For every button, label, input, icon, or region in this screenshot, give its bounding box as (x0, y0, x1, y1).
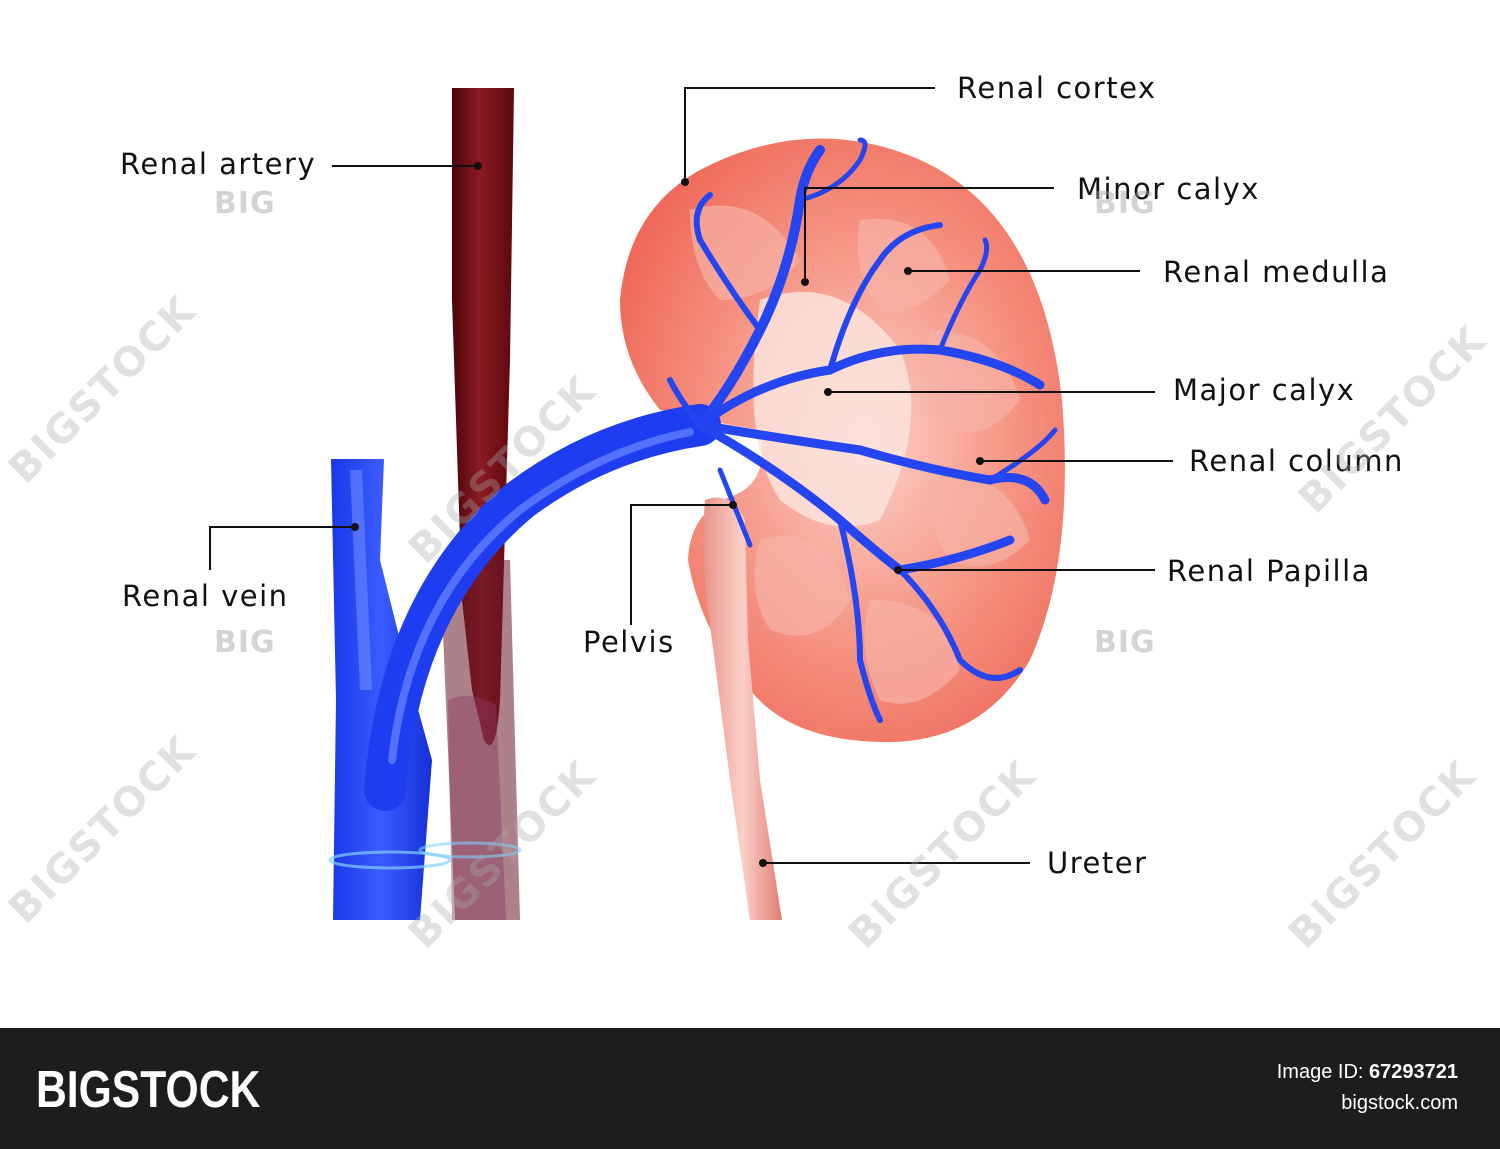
footer-bar: BIGSTOCK Image ID: 67293721 bigstock.com (0, 1028, 1500, 1149)
label-major-calyx: Major calyx (1173, 373, 1356, 407)
watermark-big: BIG (214, 186, 276, 221)
label-pelvis: Pelvis (583, 625, 675, 659)
label-renal-cortex: Renal cortex (957, 71, 1157, 105)
vein-branches (667, 137, 1058, 723)
image-id-label: Image ID: (1276, 1061, 1364, 1083)
watermark-big: BIG (1094, 186, 1156, 221)
label-leader-lines (209, 87, 1173, 864)
watermark-big: BIG (214, 625, 276, 660)
label-minor-calyx: Minor calyx (1077, 172, 1260, 206)
label-renal-papilla: Renal Papilla (1167, 554, 1371, 588)
footer-image-id: Image ID: 67293721 (1277, 1061, 1458, 1084)
renal-vein-tube (364, 404, 721, 811)
label-renal-medulla: Renal medulla (1163, 255, 1390, 289)
image-id-value: 67293721 (1369, 1061, 1458, 1083)
footer-site-link[interactable]: bigstock.com (1341, 1092, 1458, 1114)
footer-brand-logo: BIGSTOCK (36, 1061, 261, 1119)
label-ureter: Ureter (1047, 846, 1148, 880)
kidney-diagram: Renal cortex Renal artery Minor calyx Re… (0, 71, 1496, 958)
anatomy-illustration (209, 87, 1173, 920)
label-renal-vein: Renal vein (122, 579, 289, 613)
label-renal-column: Renal column (1189, 444, 1404, 478)
watermark-big: BIG (1094, 625, 1156, 660)
label-renal-artery: Renal artery (120, 147, 317, 181)
ureter-tube (703, 497, 782, 920)
